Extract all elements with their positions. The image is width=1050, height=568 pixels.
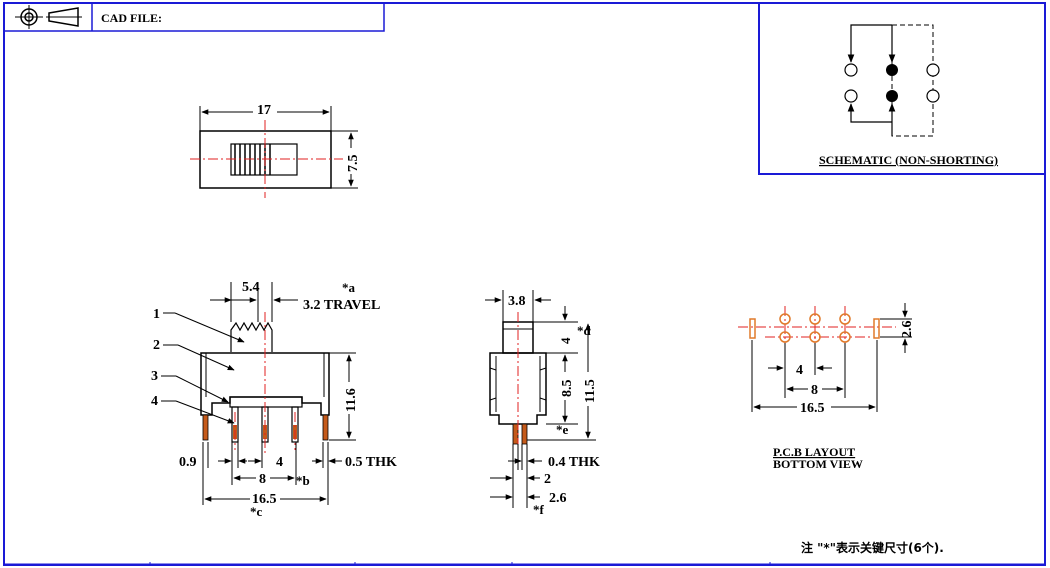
schematic: SCHEMATIC (NON-SHORTING) <box>758 3 1045 175</box>
dim-pitch-4: 4 <box>276 455 283 470</box>
star-d: *d <box>577 323 592 338</box>
bottom-grid-ticks <box>149 562 771 566</box>
front-view: 1 2 3 4 5.4 *a 3.2 TRAVEL 11.6 <box>151 280 397 519</box>
top-view: 17 7.5 <box>190 102 361 198</box>
dim-span-16-5: 16.5 <box>252 492 277 507</box>
key-dimension-note: 注 "*"表示关键尺寸(6个). <box>801 540 944 555</box>
dim-height-7-5: 7.5 <box>346 155 361 173</box>
schematic-contacts <box>844 63 940 103</box>
side-view: 3.8 4 *d 8.5 11.5 *e 0.4 THK 2 2.6 *f <box>485 290 600 517</box>
drawing-frame <box>3 2 1046 566</box>
pcb-layout: 4 8 16.5 2.6 P.C.B LAYOUT BOTTOM VIEW <box>738 303 915 471</box>
dim-3-2-travel: 3.2 TRAVEL <box>303 298 380 313</box>
callout-4: 4 <box>151 394 158 409</box>
dim-0-9: 0.9 <box>179 455 197 470</box>
dim-2-6: 2.6 <box>549 491 567 506</box>
pcb-caption-2: BOTTOM VIEW <box>773 457 863 471</box>
cad-file-label: CAD FILE: <box>101 11 162 25</box>
schematic-caption: SCHEMATIC (NON-SHORTING) <box>819 153 998 167</box>
pcb-dim-16-5: 16.5 <box>800 401 825 416</box>
dim-4: 4 <box>558 337 573 344</box>
dim-height-11-6: 11.6 <box>344 388 359 412</box>
dim-width-17: 17 <box>257 103 271 118</box>
star-c: *c <box>250 504 263 519</box>
callout-1: 1 <box>153 307 160 322</box>
dim-0-4-thk: 0.4 THK <box>548 455 600 470</box>
dim-5-4: 5.4 <box>242 280 260 295</box>
title-block: CAD FILE: <box>3 2 385 32</box>
star-a: *a <box>342 280 356 295</box>
dim-0-5-thk: 0.5 THK <box>345 455 397 470</box>
pcb-dim-8: 8 <box>811 383 818 398</box>
star-e: *e <box>556 422 569 437</box>
dim-8-5: 8.5 <box>560 380 575 398</box>
callout-3: 3 <box>151 369 158 384</box>
pcb-dim-2-6: 2.6 <box>900 321 915 339</box>
pcb-caption-1: P.C.B LAYOUT <box>773 445 855 459</box>
dim-span-8: 8 <box>259 472 266 487</box>
star-f: *f <box>533 502 545 517</box>
dim-3-8: 3.8 <box>508 294 526 309</box>
projection-symbol-icon <box>15 5 82 29</box>
callout-2: 2 <box>153 338 160 353</box>
pcb-dim-4: 4 <box>796 363 803 378</box>
star-b: *b <box>296 473 310 488</box>
dim-11-5: 11.5 <box>583 379 598 403</box>
dim-2: 2 <box>544 472 551 487</box>
pcb-pads <box>749 313 880 343</box>
